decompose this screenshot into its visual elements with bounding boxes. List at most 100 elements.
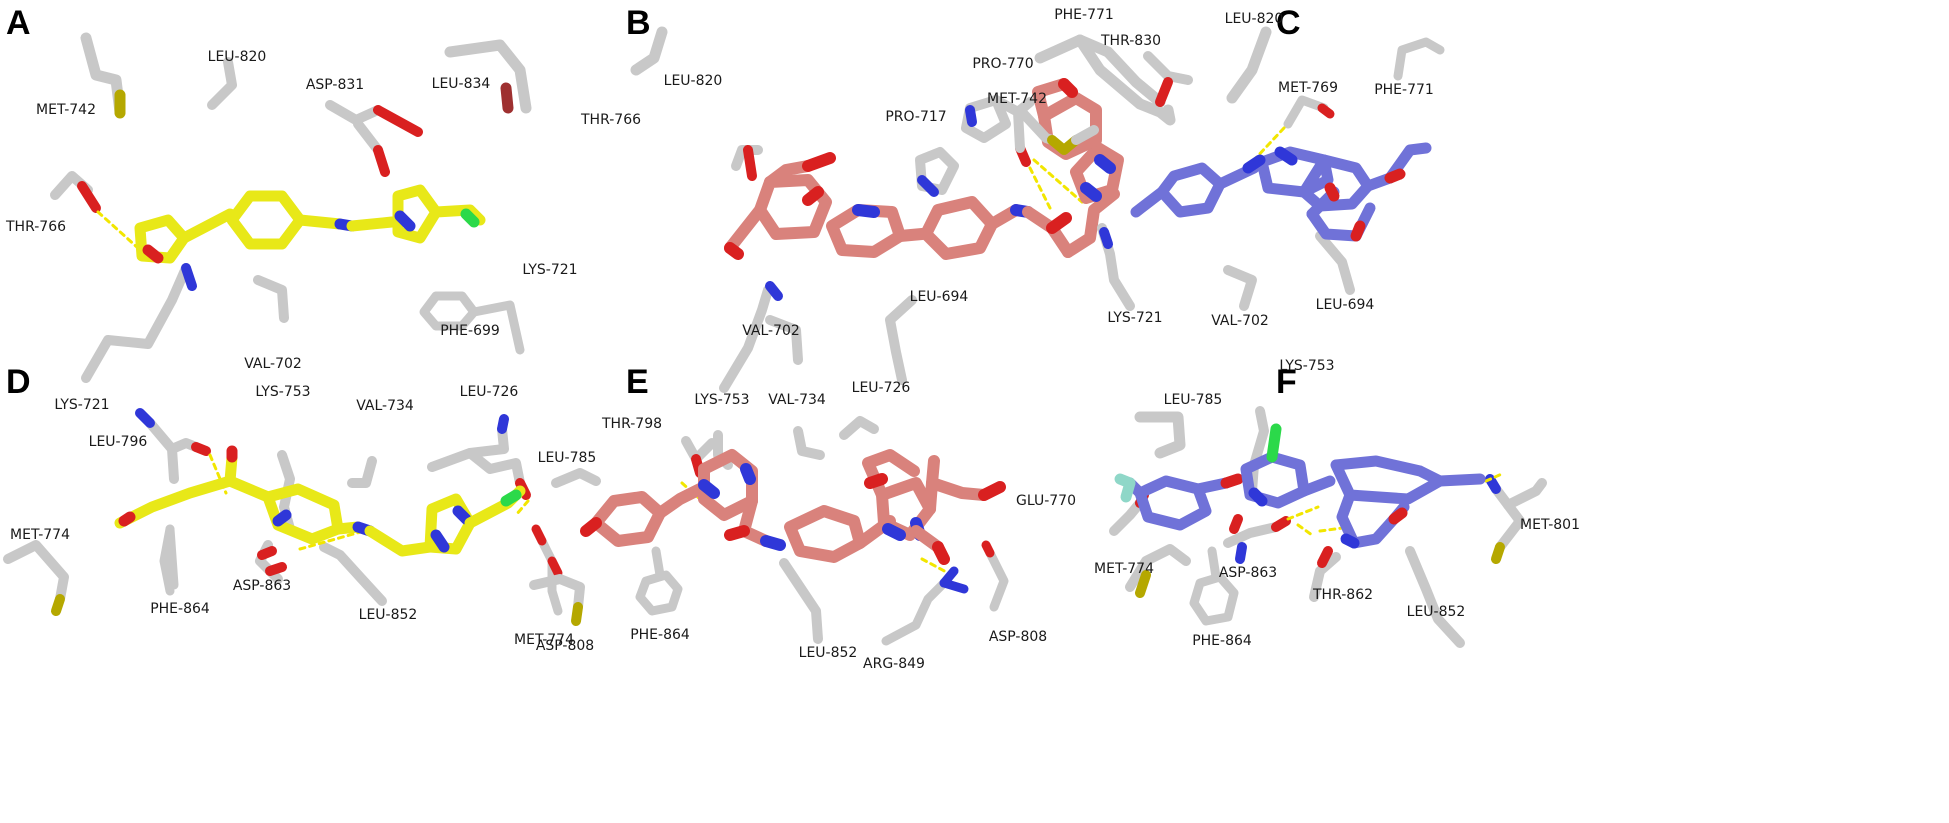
residue-label: LEU-852 <box>358 607 418 623</box>
leu-694-sidechain <box>1315 231 1355 295</box>
residue-label: PHE-864 <box>630 627 690 643</box>
residue-label: LEU-852 <box>1406 604 1466 620</box>
residue-label: MET-774 <box>1094 561 1154 577</box>
val-702-sidechain <box>253 275 289 323</box>
residue-label: ASP-808 <box>535 638 595 654</box>
phe-699-sidechain <box>419 291 525 355</box>
hbond-line <box>1252 126 1286 162</box>
leu-852-sidechain <box>319 542 387 606</box>
thr-766-sidechain <box>50 171 101 213</box>
lys-721-sidechain <box>1097 223 1135 311</box>
panel-c: C THR-830 LEU-820 MET-742 MET-769 PHE-77… <box>987 0 1949 411</box>
lys-721-sidechain <box>81 263 197 383</box>
residue-label: ASP-863 <box>232 578 292 594</box>
thr-766-sidechain <box>731 145 763 181</box>
asp-808-sidechain <box>981 540 1009 612</box>
leu-726-sidechain <box>427 414 531 500</box>
panel-d-structure <box>3 408 563 616</box>
leu-785-sidechain <box>1134 411 1186 459</box>
residue-label: LEU-834 <box>431 76 491 92</box>
residue-label: GLU-770 <box>1016 493 1076 509</box>
thr-862-sidechain <box>1309 546 1341 602</box>
residue-label: LYS-753 <box>1279 358 1335 374</box>
panel-b-structure <box>630 26 1176 393</box>
residue-label: MET-801 <box>1520 517 1580 533</box>
leu-785-sidechain <box>551 468 601 488</box>
thr-830-sidechain <box>1143 51 1193 107</box>
residue-label: VAL-734 <box>768 392 826 408</box>
residue-label: LEU-726 <box>851 380 911 396</box>
hbond-lines <box>1028 158 1084 210</box>
phe-864-sidechain <box>159 524 179 596</box>
leu-852-sidechain <box>1405 546 1465 648</box>
residue-label: PHE-699 <box>440 323 500 339</box>
asp-863-sidechain <box>255 540 287 584</box>
residue-label: PHE-864 <box>150 601 210 617</box>
met-774-sidechain <box>3 540 69 616</box>
residue-label: LEU-852 <box>798 645 858 661</box>
residue-label: PRO-770 <box>972 56 1034 72</box>
residue-label: MET-769 <box>1278 80 1338 96</box>
residue-label: LYS-753 <box>255 384 311 400</box>
residue-label: MET-774 <box>514 632 574 648</box>
residue-label: LEU-726 <box>459 384 519 400</box>
panel-d: D LYS-753 LEU-726 VAL-734 LEU-796 MET-77… <box>0 365 650 823</box>
phe-771-sidechain <box>1393 37 1445 81</box>
met-742-sidechain <box>1015 105 1099 155</box>
arg-849-sidechain <box>881 566 969 646</box>
residue-label: ASP-831 <box>305 77 365 93</box>
residue-label: PHE-771 <box>1374 82 1434 98</box>
residue-label: LEU-820 <box>207 49 267 65</box>
val-702-sidechain <box>765 315 803 365</box>
residue-label: VAL-734 <box>356 398 414 414</box>
hbond-line <box>96 210 140 250</box>
ligand-d <box>114 445 526 557</box>
residue-label: VAL-702 <box>244 356 302 372</box>
residue-label: THR-766 <box>580 112 642 128</box>
met-742-sidechain <box>80 32 126 119</box>
residue-label: LEU-796 <box>88 434 148 450</box>
residue-label: THR-830 <box>1100 33 1162 49</box>
phe-864-sidechain <box>635 546 683 616</box>
leu-726-sidechain <box>839 416 879 440</box>
ligand-e <box>580 449 1006 565</box>
residue-label: VAL-702 <box>742 323 800 339</box>
pro-717-sidechain <box>915 147 959 197</box>
leu-820-sidechain <box>630 26 668 76</box>
panel-f-structure <box>1109 406 1547 648</box>
residue-label: LEU-694 <box>909 289 969 305</box>
met-774-sidechain <box>1125 544 1191 598</box>
residue-label: THR-862 <box>1312 587 1374 603</box>
panel-f: F LYS-753 LEU-785 GLU-770 MET-801 MET-77… <box>1016 359 1949 823</box>
panel-letter-c: C <box>1276 4 1301 42</box>
val-734-sidechain <box>793 426 825 460</box>
residue-label: LYS-721 <box>522 262 578 278</box>
residue-label: LEU-694 <box>1315 297 1375 313</box>
residue-label: LYS-753 <box>694 392 750 408</box>
met-769-sidechain <box>1283 95 1335 129</box>
lys-753-sidechain <box>1247 406 1269 496</box>
met-774-sidechain <box>529 574 585 626</box>
residue-label: MET-742 <box>36 102 96 118</box>
phe-771-sidechain <box>1034 34 1176 126</box>
val-734-sidechain <box>347 456 377 488</box>
leu-820-sidechain <box>207 57 237 110</box>
panel-a: A LEU-820 ASP-831 LEU-834 MET-742 THR-76… <box>0 0 650 412</box>
panel-c-structure <box>1015 26 1445 311</box>
panel-letter-b: B <box>626 4 651 42</box>
ligand-b <box>724 78 1124 260</box>
phe-864-sidechain <box>1189 546 1239 626</box>
met-801-sidechain <box>1485 474 1547 564</box>
residue-label: LEU-820 <box>663 73 723 89</box>
asp-863-sidechain <box>1223 514 1291 564</box>
panel-e-structure <box>529 416 1009 646</box>
residue-label: ASP-808 <box>988 629 1048 645</box>
residue-label: MET-742 <box>987 91 1047 107</box>
panel-letter-e: E <box>626 363 649 401</box>
residue-label: ARG-849 <box>863 656 925 672</box>
panel-e: E THR-798 LYS-753 VAL-734 LEU-726 LEU-78… <box>514 365 1270 823</box>
residue-label: PHE-771 <box>1054 7 1114 23</box>
val-702-sidechain <box>1223 265 1257 311</box>
panel-a-structure <box>50 32 532 383</box>
